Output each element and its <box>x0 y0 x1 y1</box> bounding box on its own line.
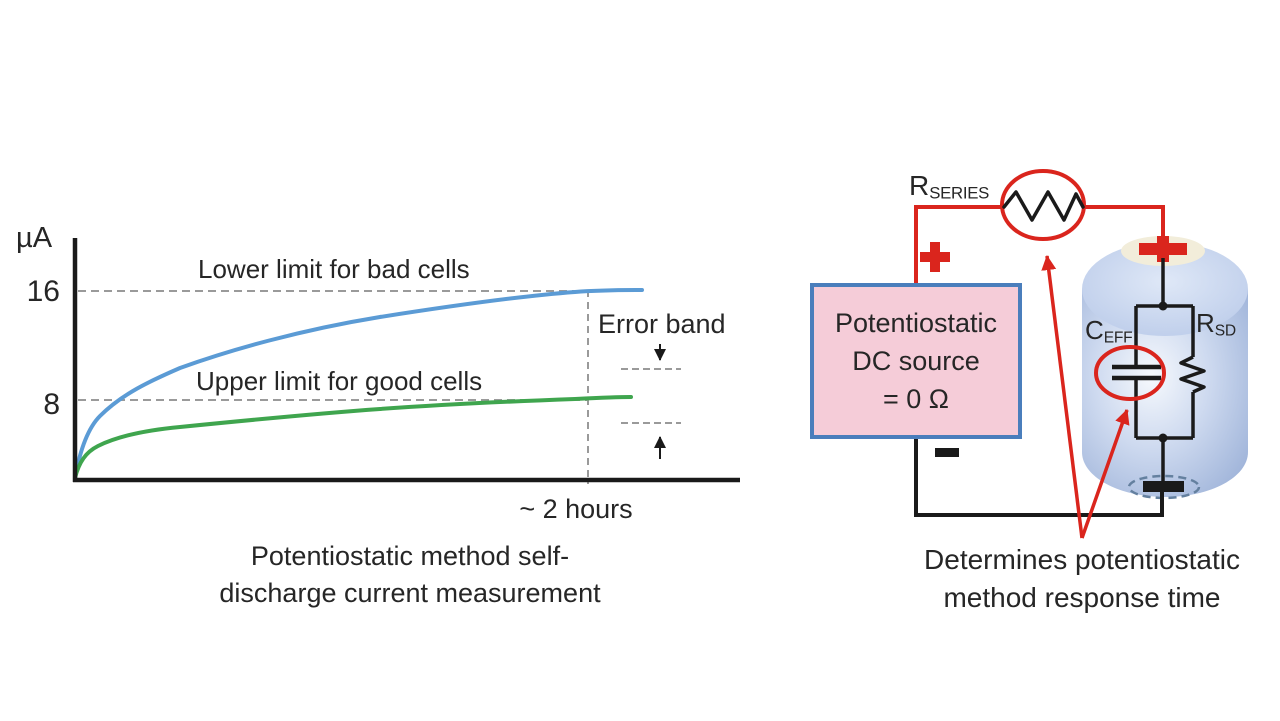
cell-bottom-terminal <box>1143 481 1184 492</box>
return-wire <box>914 439 1164 517</box>
c-eff-label: CEFF <box>1085 315 1133 347</box>
r-sd-base: R <box>1196 308 1215 338</box>
resistor-zigzag-icon <box>1002 190 1085 222</box>
response-time-line1: Determines potentiostatic <box>924 544 1240 575</box>
chart-caption-line1: Potentiostatic method self- <box>250 541 570 571</box>
y-tick-8: 8 <box>43 388 60 421</box>
plus-terminal-icon <box>920 242 950 272</box>
self-discharge-chart <box>72 238 740 484</box>
bad-cells-curve-label: Lower limit for bad cells <box>198 254 470 284</box>
rsd-zigzag-icon <box>1179 355 1206 394</box>
r-series-highlight-circle <box>1000 169 1086 241</box>
capacitor-cell <box>1082 236 1248 497</box>
cell-equivalent-circuit <box>1112 258 1206 500</box>
c-eff-highlight-circle <box>1094 345 1166 401</box>
cell-plus-terminal-icon <box>1139 236 1187 262</box>
chart-caption-line2: discharge current measurement <box>219 578 601 608</box>
red-wire-left <box>914 205 1004 286</box>
cell-body <box>1082 289 1248 497</box>
time-annotation: ~ 2 hours <box>519 494 633 524</box>
response-time-annotation: Determines potentiostatic method respons… <box>908 541 1256 617</box>
dc-source-line2: DC source <box>852 346 980 376</box>
top-junction-dot <box>1158 301 1168 311</box>
good-cells-curve-label: Upper limit for good cells <box>196 366 483 396</box>
dc-source-line1: Potentiostatic <box>834 308 998 338</box>
y-axis-unit-label: µA <box>16 222 53 254</box>
minus-terminal-icon <box>935 448 959 457</box>
response-time-line2: method response time <box>943 582 1221 613</box>
error-band-label: Error band <box>598 309 726 339</box>
good-cells-curve <box>73 395 633 480</box>
bad-cells-curve <box>73 288 644 480</box>
cell-top-face <box>1082 242 1248 336</box>
r-series-label: RSERIES <box>909 170 989 203</box>
red-wire-right <box>1082 205 1165 244</box>
y-tick-16: 16 <box>26 275 60 308</box>
r-series-sub: SERIES <box>929 183 989 203</box>
r-sd-sub: SD <box>1214 322 1236 340</box>
c-eff-sub: EFF <box>1103 329 1133 347</box>
bottom-terminal-dashed-ellipse <box>1127 474 1201 500</box>
r-series-base: R <box>909 170 930 201</box>
c-eff-base: C <box>1085 315 1104 345</box>
red-callout-arrow-icon <box>1041 255 1130 539</box>
circuit-diagram <box>914 169 1248 539</box>
chart-caption: Potentiostatic method self- discharge cu… <box>148 538 672 612</box>
r-sd-label: RSD <box>1196 308 1236 340</box>
dc-source-line3: = 0 Ω <box>883 384 949 414</box>
dc-source-box: Potentiostatic DC source = 0 Ω <box>810 283 1022 439</box>
